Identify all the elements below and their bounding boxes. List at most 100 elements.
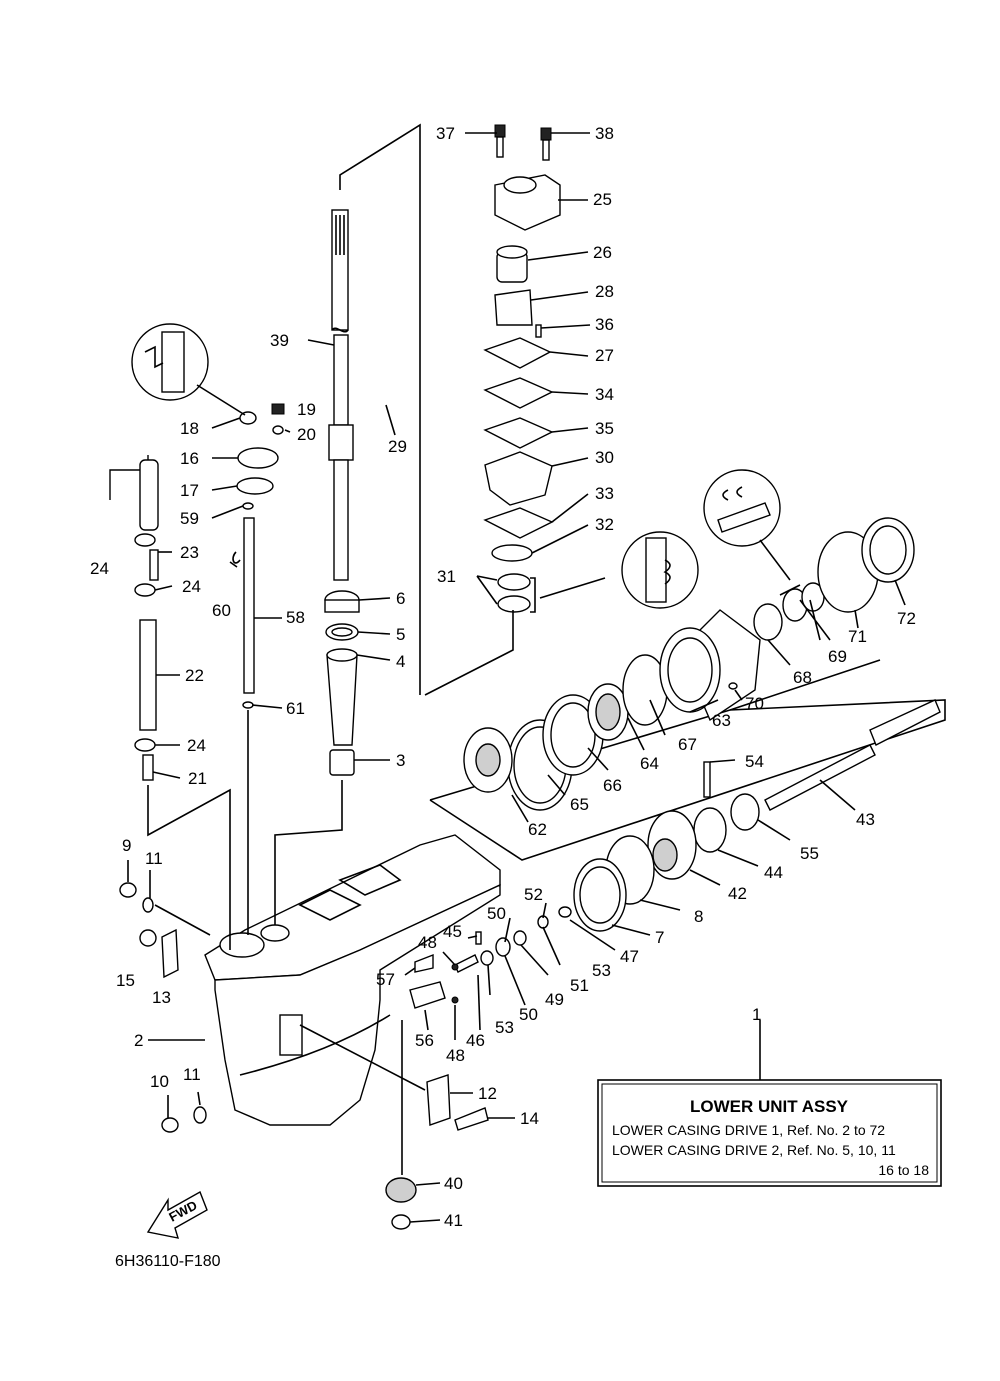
- part-label: 30: [595, 448, 614, 467]
- part-label: 42: [728, 884, 747, 903]
- part-label: 1: [752, 1005, 761, 1024]
- part-label: 56: [415, 1031, 434, 1050]
- part-label: 45: [443, 922, 462, 941]
- lower-casing: [204, 834, 501, 1126]
- part-label: 63: [712, 711, 731, 730]
- part-label: 59: [180, 509, 199, 528]
- part-label: 53: [592, 961, 611, 980]
- part-label: 57: [376, 970, 395, 989]
- part-label: 72: [897, 609, 916, 628]
- part-label: 39: [270, 331, 289, 350]
- part-label: 64: [640, 754, 659, 773]
- part-label: 43: [856, 810, 875, 829]
- part-label: 36: [595, 315, 614, 334]
- part-label: 68: [793, 668, 812, 687]
- part-label: 11: [183, 1065, 201, 1084]
- pump-bracket: [424, 610, 514, 696]
- part-label: 7: [655, 928, 664, 947]
- legend-line-2: LOWER CASING DRIVE 2, Ref. No. 5, 10, 11: [612, 1142, 896, 1158]
- legend-line-1: LOWER CASING DRIVE 1, Ref. No. 2 to 72: [612, 1122, 885, 1138]
- legend-box: LOWER UNIT ASSY LOWER CASING DRIVE 1, Re…: [597, 1079, 942, 1187]
- part-label: 13: [152, 988, 171, 1007]
- part-label: 62: [528, 820, 547, 839]
- part-label: 41: [444, 1211, 463, 1230]
- part-label: 65: [570, 795, 589, 814]
- leader-lines: [127, 132, 906, 1223]
- gear-bracket: [429, 699, 946, 861]
- part-label: 40: [444, 1174, 463, 1193]
- part-label: 4: [396, 652, 405, 671]
- part-label: 16: [180, 449, 199, 468]
- part-label: 14: [520, 1109, 539, 1128]
- part-label: 71: [848, 627, 867, 646]
- part-label: 47: [620, 947, 639, 966]
- bracket-69: [779, 584, 831, 641]
- part-label: 50: [487, 904, 506, 923]
- part-label: 44: [764, 863, 783, 882]
- part-label: 53: [495, 1018, 514, 1037]
- part-label: 26: [593, 243, 612, 262]
- part-label: 48: [418, 933, 437, 952]
- part-label: 29: [388, 437, 407, 456]
- part-label: 58: [286, 608, 305, 627]
- propeller-shaft-parts: [507, 517, 915, 811]
- legend-line-3: 16 to 18: [878, 1162, 929, 1178]
- part-label: 9: [122, 836, 131, 855]
- part-label: 67: [678, 735, 697, 754]
- shaft-guide-line: [274, 780, 343, 925]
- part-label: 50: [519, 1005, 538, 1024]
- part-label: 52: [524, 885, 543, 904]
- part-label: 25: [593, 190, 612, 209]
- part-label: 24: [182, 577, 201, 596]
- part-label: 6: [396, 589, 405, 608]
- part-label: 19: [297, 400, 316, 419]
- drive-shaft: [328, 209, 354, 581]
- part-label: 37: [436, 124, 455, 143]
- part-label: 23: [180, 543, 199, 562]
- detail-callout-shift-rod: [131, 323, 246, 416]
- part-label: 15: [116, 971, 135, 990]
- plate-guide-line: [299, 1024, 426, 1091]
- part-label: 20: [297, 425, 316, 444]
- drive-shaft-bracket: [339, 123, 421, 695]
- part-label: 8: [694, 907, 703, 926]
- part-label: 48: [446, 1046, 465, 1065]
- part-label: 24: [90, 559, 109, 578]
- part-label: 28: [595, 282, 614, 301]
- part-label: 22: [185, 666, 204, 685]
- part-label: 21: [188, 769, 207, 788]
- part-label: 12: [478, 1084, 497, 1103]
- part-label: 35: [595, 419, 614, 438]
- part-label: 32: [595, 515, 614, 534]
- part-label: 31: [437, 567, 456, 586]
- left-side-parts: [109, 403, 489, 1230]
- part-label: 70: [745, 694, 764, 713]
- detail-callout-seal: [539, 531, 699, 609]
- part-label: 60: [212, 601, 231, 620]
- bearing-stack: [324, 590, 360, 776]
- part-label: 46: [466, 1031, 485, 1050]
- part-label: 49: [545, 990, 564, 1009]
- water-pump-assembly: [483, 124, 561, 613]
- part-label: 55: [800, 844, 819, 863]
- shift-components: [409, 906, 572, 1009]
- gear-bracket-top: [729, 659, 881, 711]
- part-label: 24: [187, 736, 206, 755]
- part-labels: 1 2 3 4 5 6 7 8 9 10 11 11 12 13 14 15 1…: [90, 124, 916, 1230]
- part-label: 18: [180, 419, 199, 438]
- part-label: 2: [134, 1031, 143, 1050]
- part-label: 51: [570, 976, 589, 995]
- diagram-code: 6H36110-F180: [115, 1253, 221, 1270]
- part-label: 17: [180, 481, 199, 500]
- part-label: 38: [595, 124, 614, 143]
- part-label: 10: [150, 1072, 169, 1091]
- left-bracket: [147, 785, 231, 950]
- part-label: 3: [396, 751, 405, 770]
- part-label: 33: [595, 484, 614, 503]
- part-label: 66: [603, 776, 622, 795]
- part-label: 11: [145, 849, 163, 868]
- propeller-shaft: [573, 699, 941, 932]
- detail-callout-bearing: [703, 469, 791, 581]
- part-label: 34: [595, 385, 614, 404]
